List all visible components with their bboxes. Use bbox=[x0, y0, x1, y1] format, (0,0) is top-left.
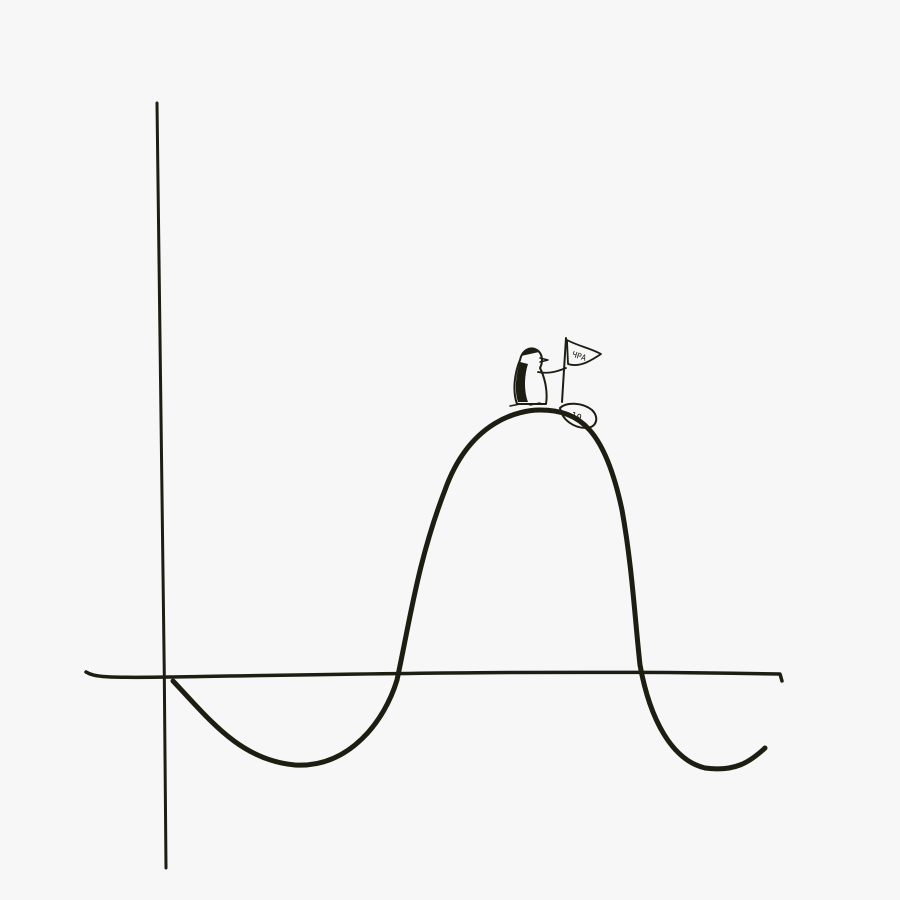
horizontal-axis bbox=[84, 670, 784, 683]
hill-curve bbox=[170, 407, 768, 772]
penguin-icon bbox=[509, 347, 567, 407]
shell-text: 10 bbox=[569, 411, 583, 424]
shell-icon: 10 bbox=[559, 402, 598, 429]
vertical-axis bbox=[155, 101, 168, 870]
flag-icon: ЧРА bbox=[561, 337, 602, 403]
flag-text: ЧРА bbox=[571, 350, 588, 363]
